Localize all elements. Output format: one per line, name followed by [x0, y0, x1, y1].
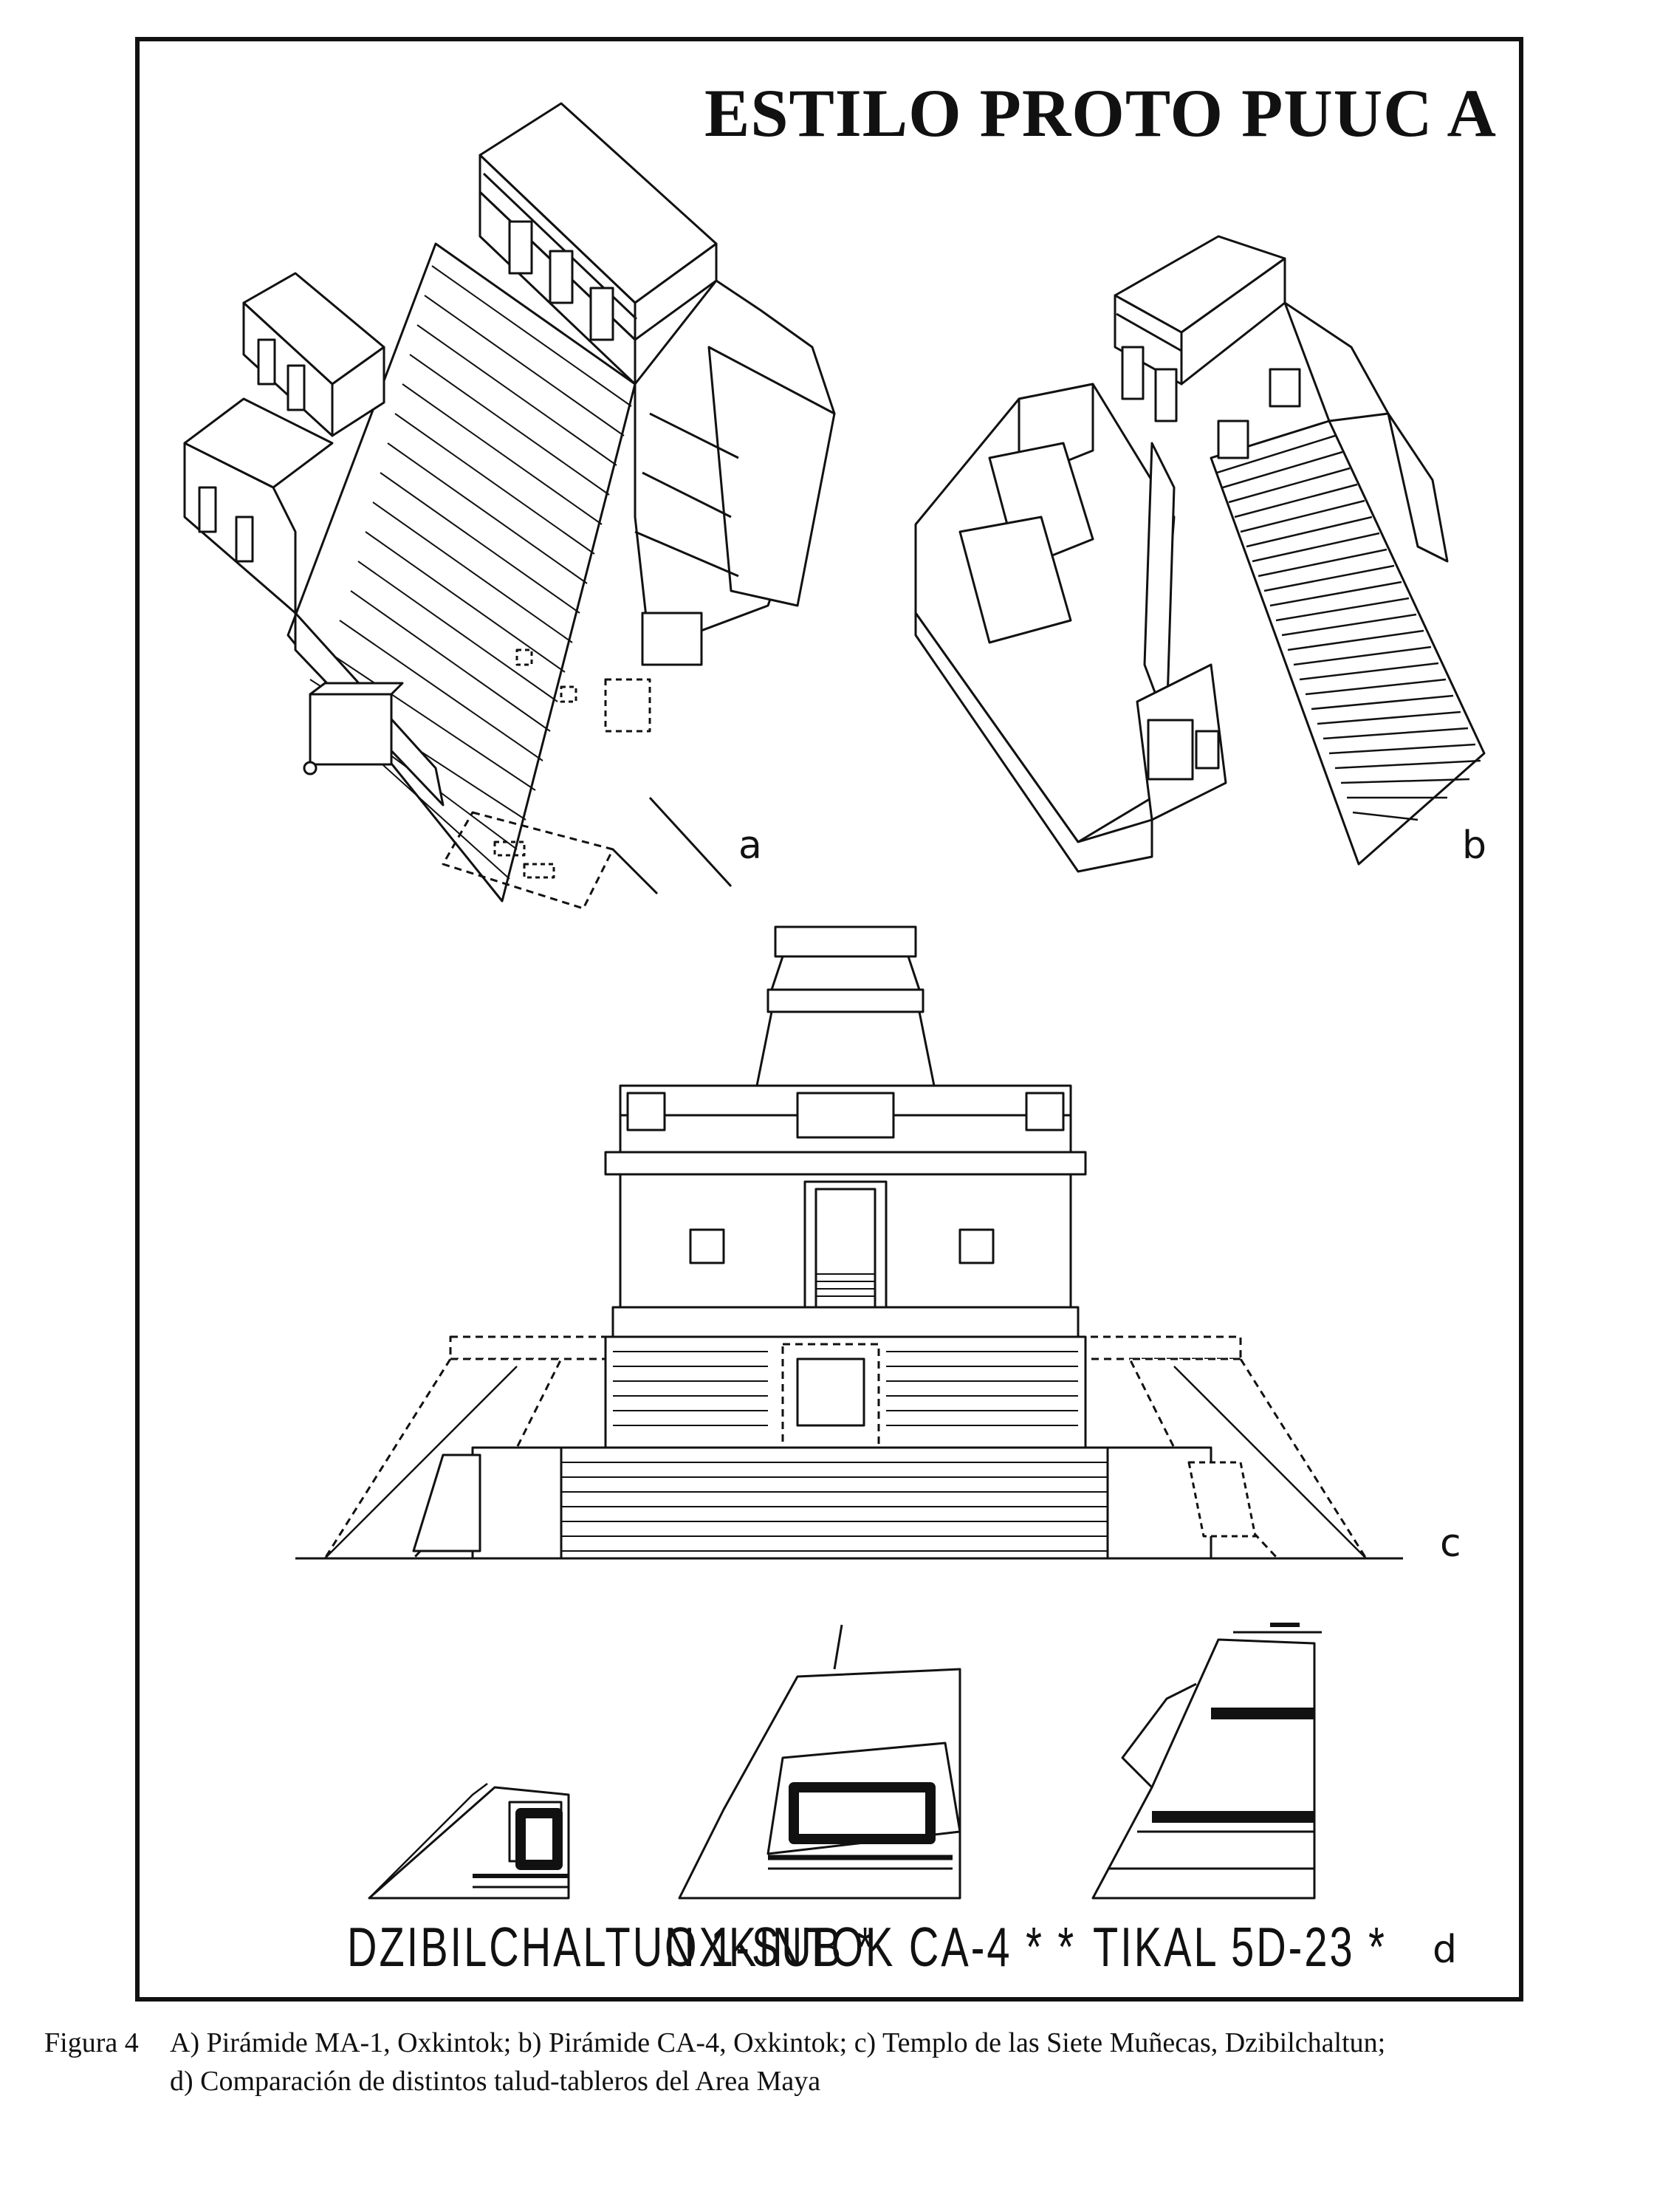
plate-frame: ESTILO PROTO PUUC A [135, 37, 1523, 2002]
panel-d-letter: d [1433, 1928, 1458, 1972]
comparison-label-dzibilchaltun: DZIBILCHALTUN 1-SUB * [347, 1915, 876, 1979]
caption-line-2: d) Comparación de distintos talud-tabler… [170, 2066, 821, 2097]
drawing-talud-tablero-dzibilchaltun [368, 1783, 570, 1900]
drawing-talud-tablero-tikal [1091, 1623, 1322, 1900]
panel-b-letter: b [1462, 823, 1487, 868]
drawing-temple-elevation [295, 925, 1403, 1560]
panel-c-letter: c [1440, 1521, 1461, 1566]
comparison-label-oxkintok: OXKINTOK CA-4 * * [665, 1915, 1077, 1979]
panel-a-letter: a [738, 823, 762, 868]
caption-line-1: A) Pirámide MA-1, Oxkintok; b) Pirámide … [170, 2027, 1386, 2058]
drawing-pyramid-ma1 [183, 102, 836, 910]
plate-title: ESTILO PROTO PUUC A [704, 75, 1497, 151]
drawing-talud-tablero-oxkintok [678, 1624, 961, 1900]
caption-figure-number: Figura 4 [44, 2027, 139, 2058]
drawing-pyramid-ca4 [914, 235, 1486, 873]
comparison-label-tikal: TIKAL 5D-23 * [1093, 1915, 1387, 1979]
